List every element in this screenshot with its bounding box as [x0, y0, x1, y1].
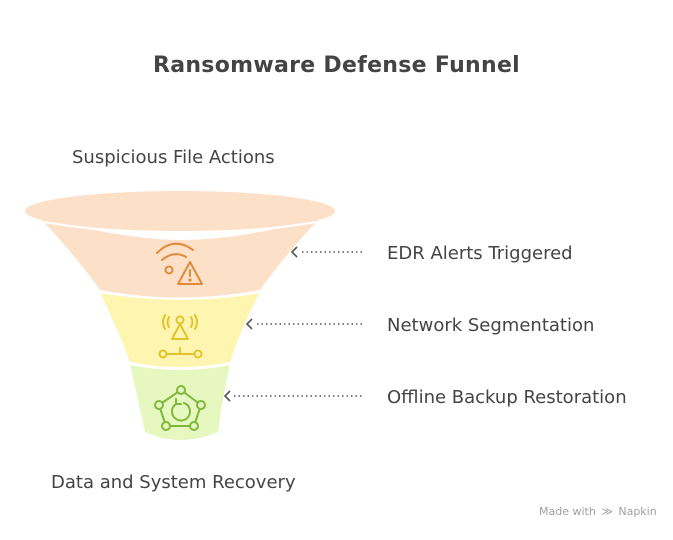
funnel-stage-3	[130, 364, 230, 440]
wifi-warning-icon	[156, 242, 203, 285]
funnel-stage-2	[100, 292, 260, 367]
diagram-title: Ransomware Defense Funnel	[152, 53, 521, 78]
connector-arrow-3	[223, 390, 362, 402]
connector-arrow-2	[245, 318, 362, 330]
antenna-network-icon	[158, 314, 203, 359]
stage-label-offline-backup: Offline Backup Restoration	[387, 387, 627, 408]
funnel-stage-1	[40, 218, 320, 298]
made-with-napkin-credit[interactable]: Made with ≫ Napkin	[539, 505, 657, 518]
credit-brand: Napkin	[618, 505, 657, 518]
funnel-rim	[25, 191, 335, 231]
credit-prefix: Made with	[539, 505, 596, 518]
napkin-logo-icon: ≫	[601, 505, 613, 518]
stage-label-edr-alerts: EDR Alerts Triggered	[387, 243, 573, 264]
funnel-top-label: Suspicious File Actions	[72, 147, 275, 168]
network-restore-icon	[154, 385, 206, 431]
connector-arrow-1	[290, 246, 362, 258]
funnel-bottom-label: Data and System Recovery	[51, 472, 296, 493]
stage-label-network-segmentation: Network Segmentation	[387, 315, 595, 336]
